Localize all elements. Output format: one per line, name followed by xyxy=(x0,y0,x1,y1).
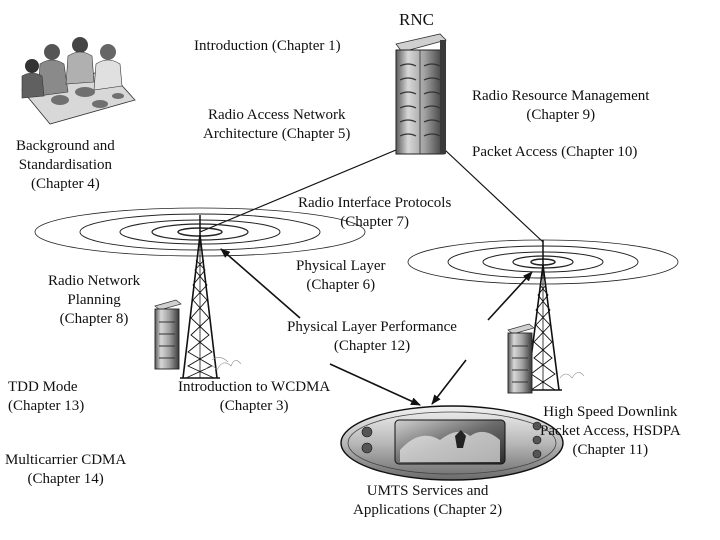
label-line: Physical Layer xyxy=(296,258,386,274)
label-line: (Chapter 13) xyxy=(8,398,85,414)
label-line: Introduction (Chapter 1) xyxy=(194,38,341,54)
tdd-mode-label: TDD Mode (Chapter 13) xyxy=(8,378,84,416)
label-line: Introduction to WCDMA xyxy=(178,379,331,395)
label-line: Radio Resource Management xyxy=(472,88,650,104)
wcdma-label: Introduction to WCDMA (Chapter 3) xyxy=(178,378,330,416)
physical-layer-label: Physical Layer (Chapter 6) xyxy=(296,257,386,295)
label-line: (Chapter 12) xyxy=(333,338,411,354)
rnc-link-left xyxy=(199,149,397,233)
label-line: Radio Network xyxy=(48,273,141,289)
team-meeting-illustration xyxy=(21,37,136,125)
label-line: Planning xyxy=(67,292,121,308)
label-line: Architecture (Chapter 5) xyxy=(203,126,351,142)
label-line: (Chapter 9) xyxy=(526,107,596,123)
label-line: (Chapter 3) xyxy=(219,398,289,414)
label-line: Physical Layer Performance xyxy=(287,319,457,335)
label-line: (Chapter 4) xyxy=(31,176,100,192)
label-line: Applications (Chapter 2) xyxy=(353,502,503,518)
arrow-wcdma-to-phone xyxy=(329,363,421,406)
arrow-perf-to-left-tower xyxy=(220,248,301,319)
rnc-label: RNC xyxy=(399,10,434,29)
label-line: (Chapter 8) xyxy=(59,311,129,327)
arrows xyxy=(220,248,533,406)
label-line: (Chapter 14) xyxy=(27,471,104,487)
protocols-label: Radio Interface Protocols (Chapter 7) xyxy=(298,194,451,232)
arrow-perf-to-phone xyxy=(431,359,467,405)
label-line: (Chapter 6) xyxy=(306,277,376,293)
right-base-station-rack xyxy=(507,323,535,394)
label-line: (Chapter 7) xyxy=(340,214,409,230)
rnc-server-rack xyxy=(395,33,447,155)
layer-performance-label: Physical Layer Performance (Chapter 12) xyxy=(287,318,457,356)
label-line: Radio Access Network xyxy=(207,107,346,123)
label-line: Packet Access, HSDPA xyxy=(540,423,681,439)
label-line: Packet Access (Chapter 10) xyxy=(472,144,638,160)
rnc-link-right xyxy=(444,149,544,243)
label-line: Radio Interface Protocols xyxy=(298,195,452,211)
arrow-perf-to-right-tower xyxy=(487,271,533,321)
left-base-station-rack xyxy=(154,299,182,370)
packet-access-label: Packet Access (Chapter 10) xyxy=(472,143,637,162)
label-line: Standardisation xyxy=(18,157,113,173)
rrm-label: Radio Resource Management (Chapter 9) xyxy=(472,87,649,125)
label-line: High Speed Downlink xyxy=(543,404,678,420)
intro-label: Introduction (Chapter 1) xyxy=(194,37,341,56)
left-antenna-tower xyxy=(180,215,220,379)
label-line: TDD Mode xyxy=(8,379,78,395)
multicarrier-label: Multicarrier CDMA (Chapter 14) xyxy=(5,451,126,489)
label-line: UMTS Services and xyxy=(366,483,489,499)
mobile-terminal xyxy=(340,405,564,481)
label-line: (Chapter 11) xyxy=(572,442,649,458)
label-line: Background and xyxy=(16,138,115,154)
label-line: Multicarrier CDMA xyxy=(5,452,127,468)
tower-ground-scribbles xyxy=(204,357,585,379)
